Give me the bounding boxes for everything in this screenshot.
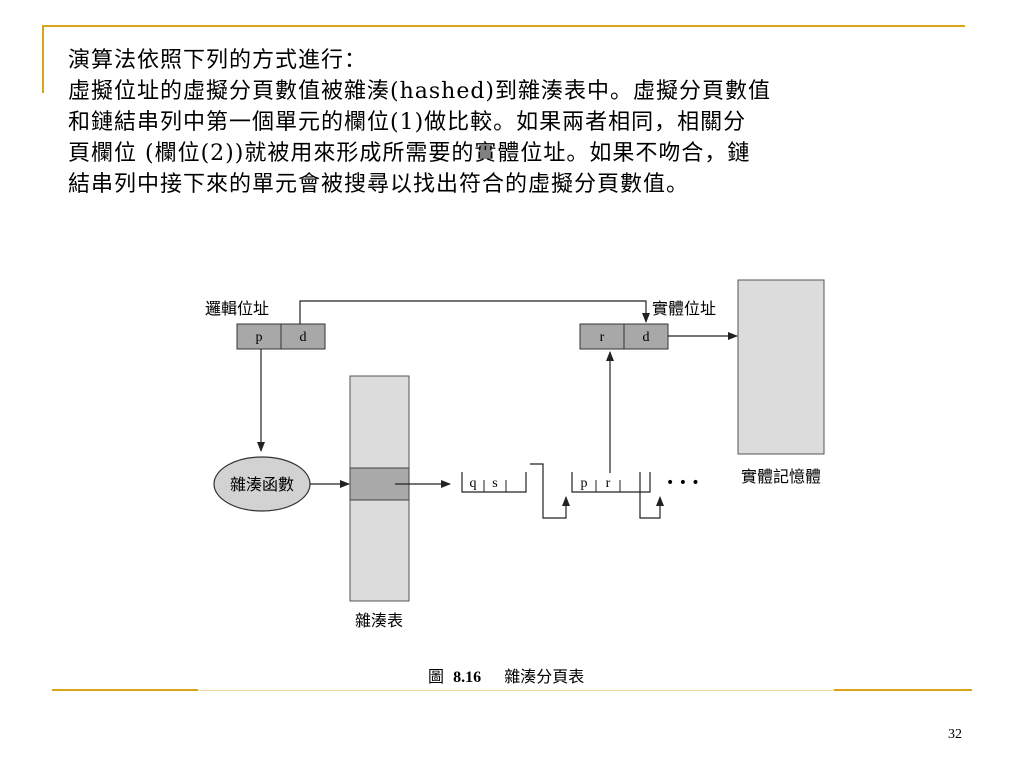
paragraph-line: 和鏈結串列中第一個單元的欄位(1)做比較。如果兩者相同，相關分 xyxy=(68,110,747,135)
physical-field-d-label: d xyxy=(643,330,650,345)
logical-field-d-label: d xyxy=(300,330,307,345)
chain-node-2-field-p: p xyxy=(581,476,588,491)
page-number: 32 xyxy=(948,727,962,742)
bottom-rule-left xyxy=(52,689,198,691)
figure-caption: 圖 8.16 雜湊分頁表 xyxy=(428,667,584,686)
figure-caption-prefix: 圖 xyxy=(428,667,444,686)
bottom-rule-middle xyxy=(198,690,834,691)
physical-memory xyxy=(737,279,825,455)
paragraph-line: 結串列中接下來的單元會被搜尋以找出符合的虛擬分頁數值。 xyxy=(68,172,690,197)
paragraph-line: 頁欄位 (欄位(2))就被用來形成所需要的實體位址。如果不吻合，鏈 xyxy=(68,141,751,166)
chain-ellipsis: • • • xyxy=(666,475,700,491)
logical-field-d xyxy=(280,323,326,350)
chain-node-1 xyxy=(461,472,527,493)
physical-memory-label: 實體記憶體 xyxy=(741,467,821,486)
physical-address-label: 實體位址 xyxy=(652,299,716,318)
physical-field-d xyxy=(623,323,669,350)
paragraph-line: 虛擬位址的虛擬分頁數值被雜湊(hashed)到雜湊表中。虛擬分頁數值 xyxy=(68,79,772,104)
paragraph-line: 演算法依照下列的方式進行： xyxy=(68,48,368,73)
logical-field-p-label: p xyxy=(256,330,263,345)
chain-node-1-field-q: q xyxy=(470,476,477,491)
figure-caption-text: 雜湊分頁表 xyxy=(504,667,584,686)
chain-pointer-2 xyxy=(639,472,664,519)
body-paragraph: 演算法依照下列的方式進行： 虛擬位址的虛擬分頁數值被雜湊(hashed)到雜湊表… xyxy=(68,45,918,200)
hashed-page-table-diagram: 邏輯位址 p d 雜湊函數 雜湊表 q s p r • • • 實體位址 r d… xyxy=(205,279,825,686)
figure-caption-number: 8.16 xyxy=(453,669,481,686)
top-rule xyxy=(42,25,965,27)
hash-table-label: 雜湊表 xyxy=(355,611,403,630)
chain-node-2-field-r: r xyxy=(606,476,611,491)
chain-node-2 xyxy=(571,472,651,493)
left-rule xyxy=(42,25,44,93)
offset-connector xyxy=(299,300,650,324)
logical-field-p xyxy=(236,323,282,350)
chain-pointer-1 xyxy=(530,463,570,519)
physical-field-r-label: r xyxy=(600,330,605,345)
hash-function-label: 雜湊函數 xyxy=(230,475,294,494)
bottom-rule-right xyxy=(834,689,972,691)
chain-node-1-field-s: s xyxy=(492,476,497,491)
logical-address-label: 邏輯位址 xyxy=(205,299,269,318)
